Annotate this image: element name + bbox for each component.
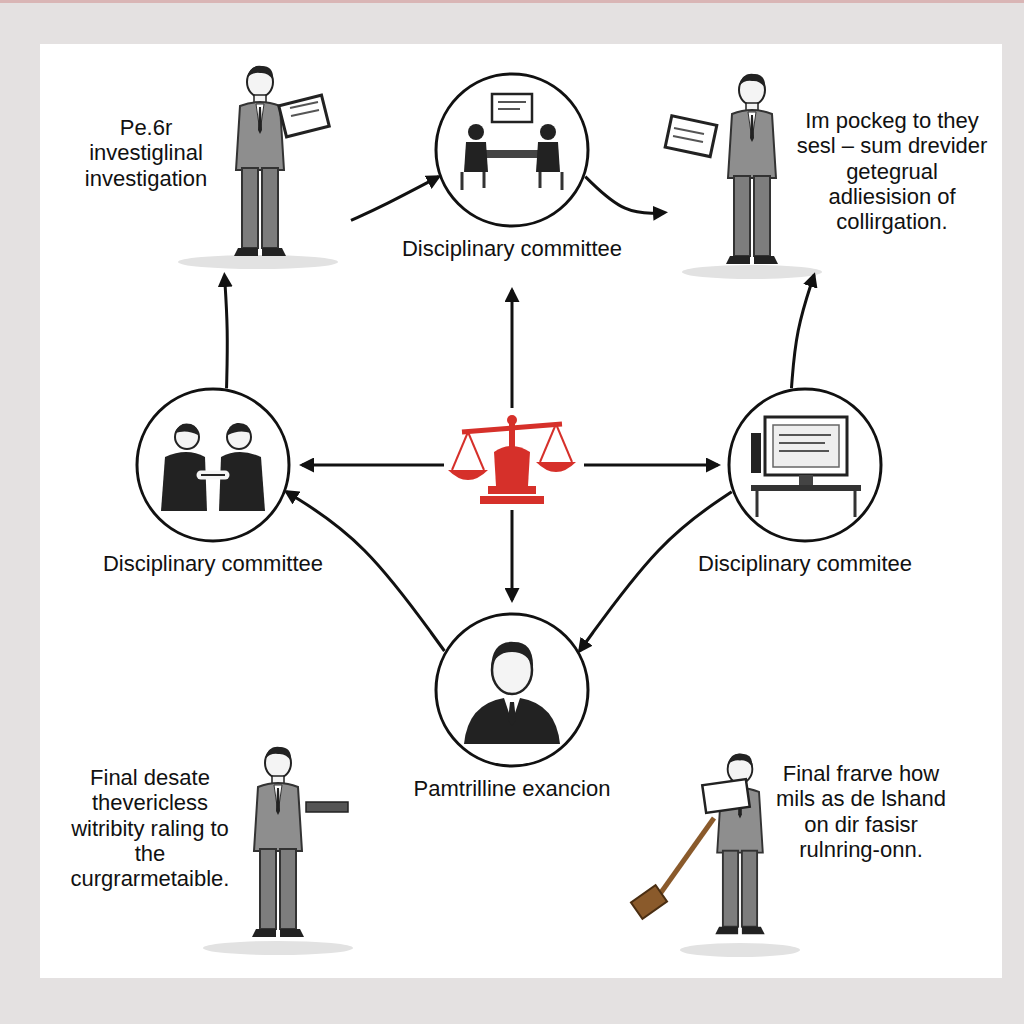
gavel-head — [631, 885, 667, 919]
circle-border — [729, 389, 881, 541]
circle-outline — [434, 612, 590, 768]
scale-symbol — [448, 415, 576, 504]
node-label: Disciplinary commitee — [695, 551, 915, 576]
figure-note-node: Im pockeg to they sesl – sum drevider ge… — [665, 60, 1001, 275]
circle-icon — [462, 94, 562, 190]
note-text: Im pockeg to they sesl – sum drevider ge… — [793, 108, 991, 234]
node-label: Pamtrilline exancion — [411, 776, 614, 801]
panel — [40, 44, 1002, 978]
icon-circle-node: Disciplinary committee — [434, 72, 590, 228]
icon-circle-node: Disciplinary committee — [135, 387, 291, 543]
circle-border — [436, 614, 588, 766]
person-figure — [252, 747, 348, 937]
person-figure — [631, 754, 765, 935]
flow-arrow — [351, 177, 439, 221]
figure-note-node: Pe.6r investiglinal investigation — [60, 60, 351, 275]
circle-icon — [161, 423, 265, 511]
node-label: Disciplinary committee — [100, 551, 326, 576]
flow-arrow — [224, 275, 227, 388]
person-figure — [665, 74, 778, 264]
circle-icon — [464, 642, 560, 744]
figure-note-node: Final frarve how mils as de lshand on di… — [640, 735, 1001, 960]
flow-arrow — [791, 275, 814, 388]
person-figure — [234, 66, 329, 256]
circle-border — [436, 74, 588, 226]
circle-outline — [434, 72, 590, 228]
note-text: Pe.6r investiglinal investigation — [70, 115, 222, 191]
note-text: Final desate thevericless witribity rali… — [59, 765, 241, 891]
circle-icon — [751, 417, 861, 517]
note-text: Final frarve how mils as de lshand on di… — [775, 761, 947, 862]
circle-border — [137, 389, 289, 541]
top-rule — [0, 0, 1024, 3]
icon-circle-node: Disciplinary commitee — [727, 387, 883, 543]
node-label: Disciplinary committee — [399, 236, 625, 261]
figure-note-node: Final desate thevericless witribity rali… — [45, 735, 351, 960]
icon-circle-node: Pamtrilline exancion — [434, 612, 590, 768]
figure-shadows — [178, 255, 822, 957]
flow-arrow — [585, 177, 665, 214]
circle-outline — [135, 387, 291, 543]
circle-outline — [727, 387, 883, 543]
